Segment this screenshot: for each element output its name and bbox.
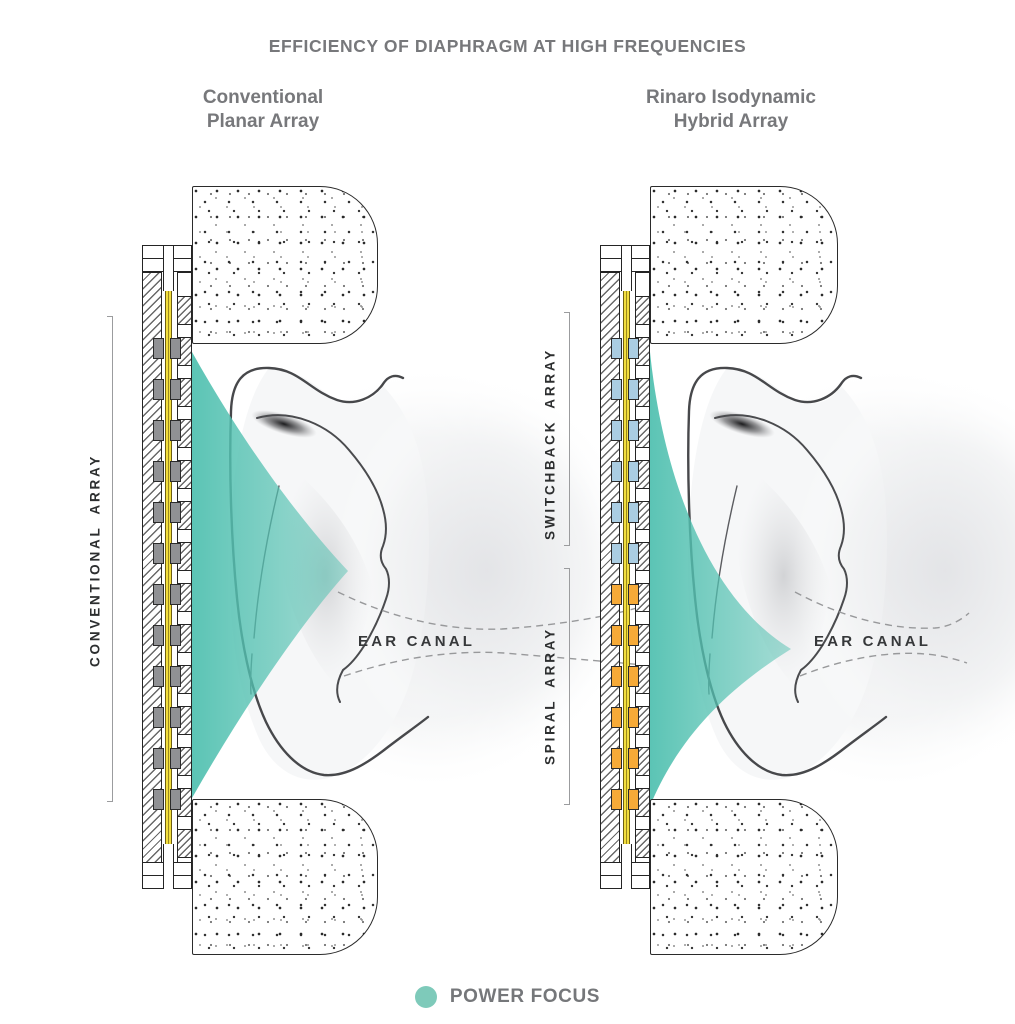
- magnet-gray: [153, 789, 164, 810]
- magnet-blue: [611, 420, 622, 441]
- power-focus-label: POWER FOCUS: [449, 986, 601, 1007]
- bracket-switchback-array: [564, 312, 570, 546]
- magnet-blue: [611, 543, 622, 564]
- magnet-orange: [611, 789, 622, 810]
- magnet-gray: [170, 789, 181, 810]
- diaphragm-mount: [621, 844, 632, 889]
- header-line: Conventional: [202, 87, 324, 108]
- stator-block: [177, 296, 192, 325]
- legend: POWER FOCUS: [0, 986, 1015, 1008]
- stator-bar: [142, 272, 162, 863]
- magnet-gray: [153, 584, 164, 605]
- magnet-blue: [611, 338, 622, 359]
- magnet-blue: [628, 420, 639, 441]
- magnet-blue: [628, 461, 639, 482]
- magnet-blue: [628, 338, 639, 359]
- ear-canal-label-left: EAR CANAL: [358, 633, 476, 650]
- power-focus-cone-hybrid: [650, 352, 791, 806]
- magnet-gray: [170, 461, 181, 482]
- magnet-gray: [170, 379, 181, 400]
- magnet-gray: [153, 461, 164, 482]
- magnet-orange: [611, 666, 622, 687]
- label-switchback-array: SWITCHBACK ARRAY: [542, 347, 558, 541]
- magnet-orange: [611, 707, 622, 728]
- ear-cushion: [650, 186, 838, 344]
- ear-cushion: [192, 186, 378, 344]
- magnet-gray: [153, 502, 164, 523]
- magnet-blue: [611, 502, 622, 523]
- magnet-gray: [153, 625, 164, 646]
- power-focus-dot: [414, 986, 437, 1008]
- magnet-gray: [153, 666, 164, 687]
- diaphragm-mount: [621, 246, 632, 291]
- label-spiral-array: SPIRAL ARRAY: [542, 627, 558, 765]
- column-header-rinaro: Rinaro Isodynamic Hybrid Array: [600, 86, 862, 134]
- ear-left: [228, 361, 644, 795]
- magnet-gray: [170, 666, 181, 687]
- magnet-orange: [611, 584, 622, 605]
- magnet-gray: [170, 502, 181, 523]
- magnet-orange: [611, 748, 622, 769]
- magnet-gray: [170, 338, 181, 359]
- column-header-conventional: Conventional Planar Array: [132, 86, 394, 134]
- label-conventional-array: CONVENTIONAL ARRAY: [87, 453, 103, 667]
- magnet-gray: [153, 543, 164, 564]
- magnet-gray: [153, 338, 164, 359]
- magnet-orange: [628, 707, 639, 728]
- driver-hybrid: [600, 245, 650, 890]
- magnet-gray: [153, 748, 164, 769]
- magnet-orange: [611, 625, 622, 646]
- header-line: Hybrid Array: [673, 111, 789, 132]
- ear-cushion: [650, 799, 838, 955]
- magnet-gray: [170, 707, 181, 728]
- ear-cushion: [192, 799, 378, 955]
- header-line: Planar Array: [206, 111, 320, 132]
- stator-block: [635, 296, 650, 325]
- magnet-blue: [628, 543, 639, 564]
- ear-canal-label-right: EAR CANAL: [814, 633, 932, 650]
- magnet-blue: [611, 461, 622, 482]
- bracket-conventional-array: [107, 316, 113, 802]
- stator-block: [177, 829, 192, 858]
- magnet-orange: [628, 625, 639, 646]
- magnet-orange: [628, 789, 639, 810]
- magnet-gray: [170, 543, 181, 564]
- magnet-orange: [628, 748, 639, 769]
- magnet-blue: [628, 502, 639, 523]
- driver-conventional: [142, 245, 192, 890]
- magnet-orange: [628, 666, 639, 687]
- magnet-orange: [628, 584, 639, 605]
- stator-bar: [600, 272, 620, 863]
- ear-right: [686, 361, 1015, 795]
- stator-block: [635, 829, 650, 858]
- header-line: Rinaro Isodynamic: [646, 87, 816, 108]
- diaphragm-mount: [163, 246, 174, 291]
- magnet-gray: [153, 420, 164, 441]
- bracket-spiral-array: [564, 568, 570, 805]
- magnet-gray: [170, 420, 181, 441]
- magnet-blue: [611, 379, 622, 400]
- magnet-gray: [170, 748, 181, 769]
- page-title: EFFICIENCY OF DIAPHRAGM AT HIGH FREQUENC…: [268, 36, 747, 56]
- diaphragm-mount: [163, 844, 174, 889]
- magnet-blue: [628, 379, 639, 400]
- power-focus-cone-conventional: [192, 352, 348, 798]
- magnet-gray: [153, 379, 164, 400]
- magnet-gray: [153, 707, 164, 728]
- magnet-gray: [170, 584, 181, 605]
- magnet-gray: [170, 625, 181, 646]
- diaphragm: [165, 290, 172, 846]
